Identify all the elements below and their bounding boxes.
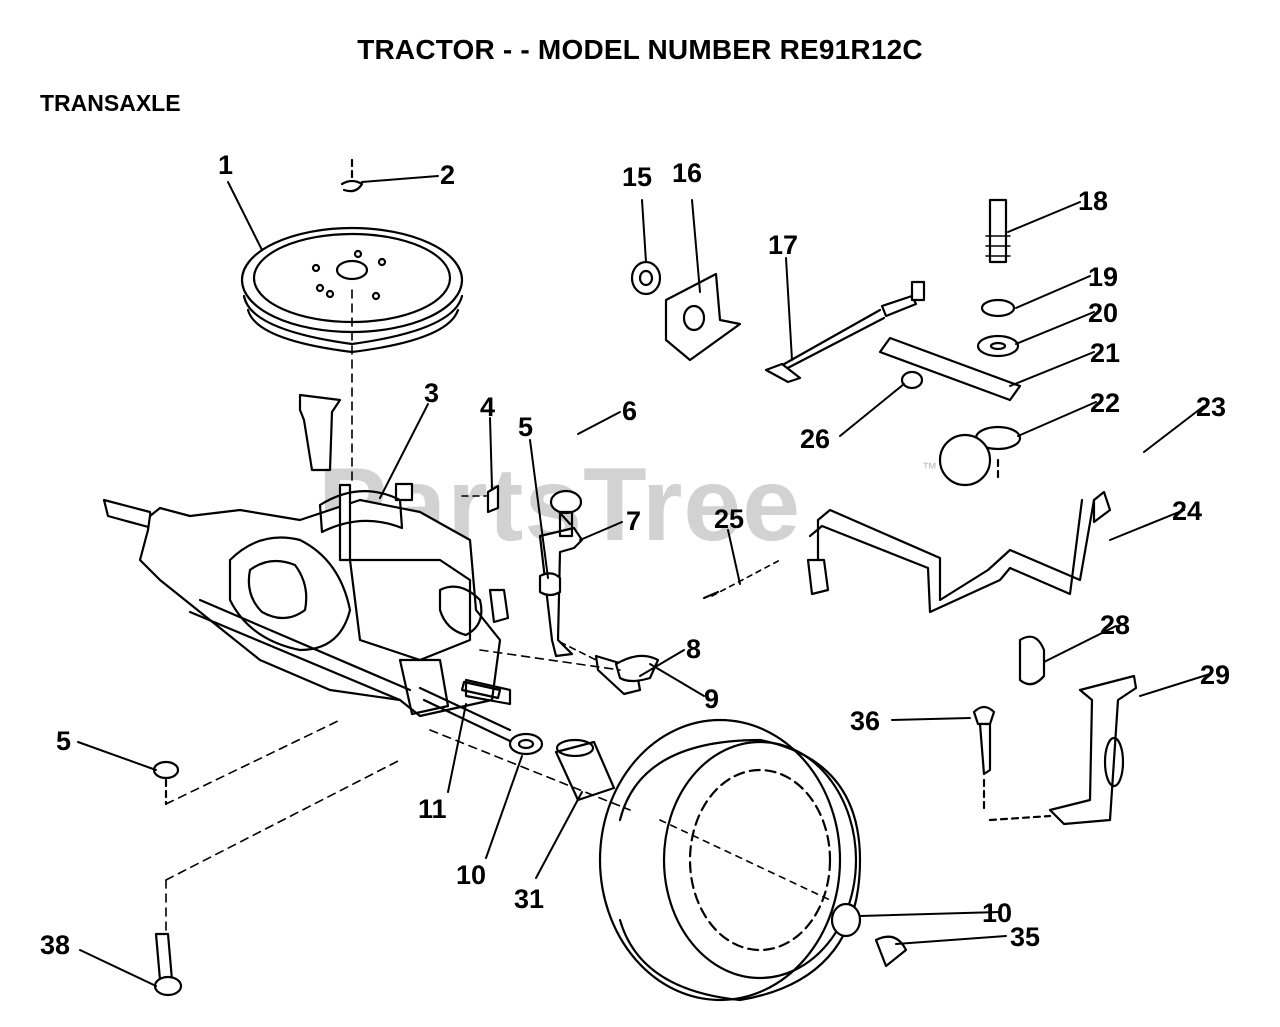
section-title: TRANSAXLE [40,90,181,116]
diagram-title: TRACTOR - - MODEL NUMBER RE91R12C [357,34,923,65]
callout-8: 8 [686,634,702,664]
callout-10-right: 10 [982,898,1013,928]
callout-10-left: 10 [456,860,487,890]
pulley-part [240,158,464,481]
callout-19: 19 [1088,262,1119,292]
callout-38: 38 [40,930,71,960]
callout-29: 29 [1200,660,1231,690]
watermark-trademark: ™ [922,460,937,477]
transaxle-housing [102,393,514,744]
callout-35: 35 [1010,922,1041,952]
callout-6: 6 [622,396,638,426]
leader-lines [77,175,1211,987]
callout-5-lower: 5 [56,726,72,756]
callout-1: 1 [218,150,234,180]
callout-15: 15 [622,162,653,192]
callout-21: 21 [1090,338,1121,368]
callout-3: 3 [424,378,440,408]
callout-28: 28 [1100,610,1131,640]
callout-20: 20 [1088,298,1119,328]
callout-24: 24 [1172,496,1203,526]
callout-23: 23 [1196,392,1227,422]
callout-31: 31 [514,884,545,914]
callout-11: 11 [418,794,447,824]
wheel-part [429,718,862,1002]
callout-9: 9 [704,684,720,714]
callout-25: 25 [714,504,745,534]
callout-36: 36 [850,706,881,736]
callout-7: 7 [626,506,642,536]
callout-2: 2 [440,160,456,190]
callout-22: 22 [1090,388,1121,418]
callout-17: 17 [768,230,799,260]
callout-18: 18 [1078,186,1109,216]
callout-4: 4 [480,392,496,422]
callout-26: 26 [800,424,831,454]
callout-16: 16 [672,158,703,188]
callout-5-upper: 5 [518,412,534,442]
